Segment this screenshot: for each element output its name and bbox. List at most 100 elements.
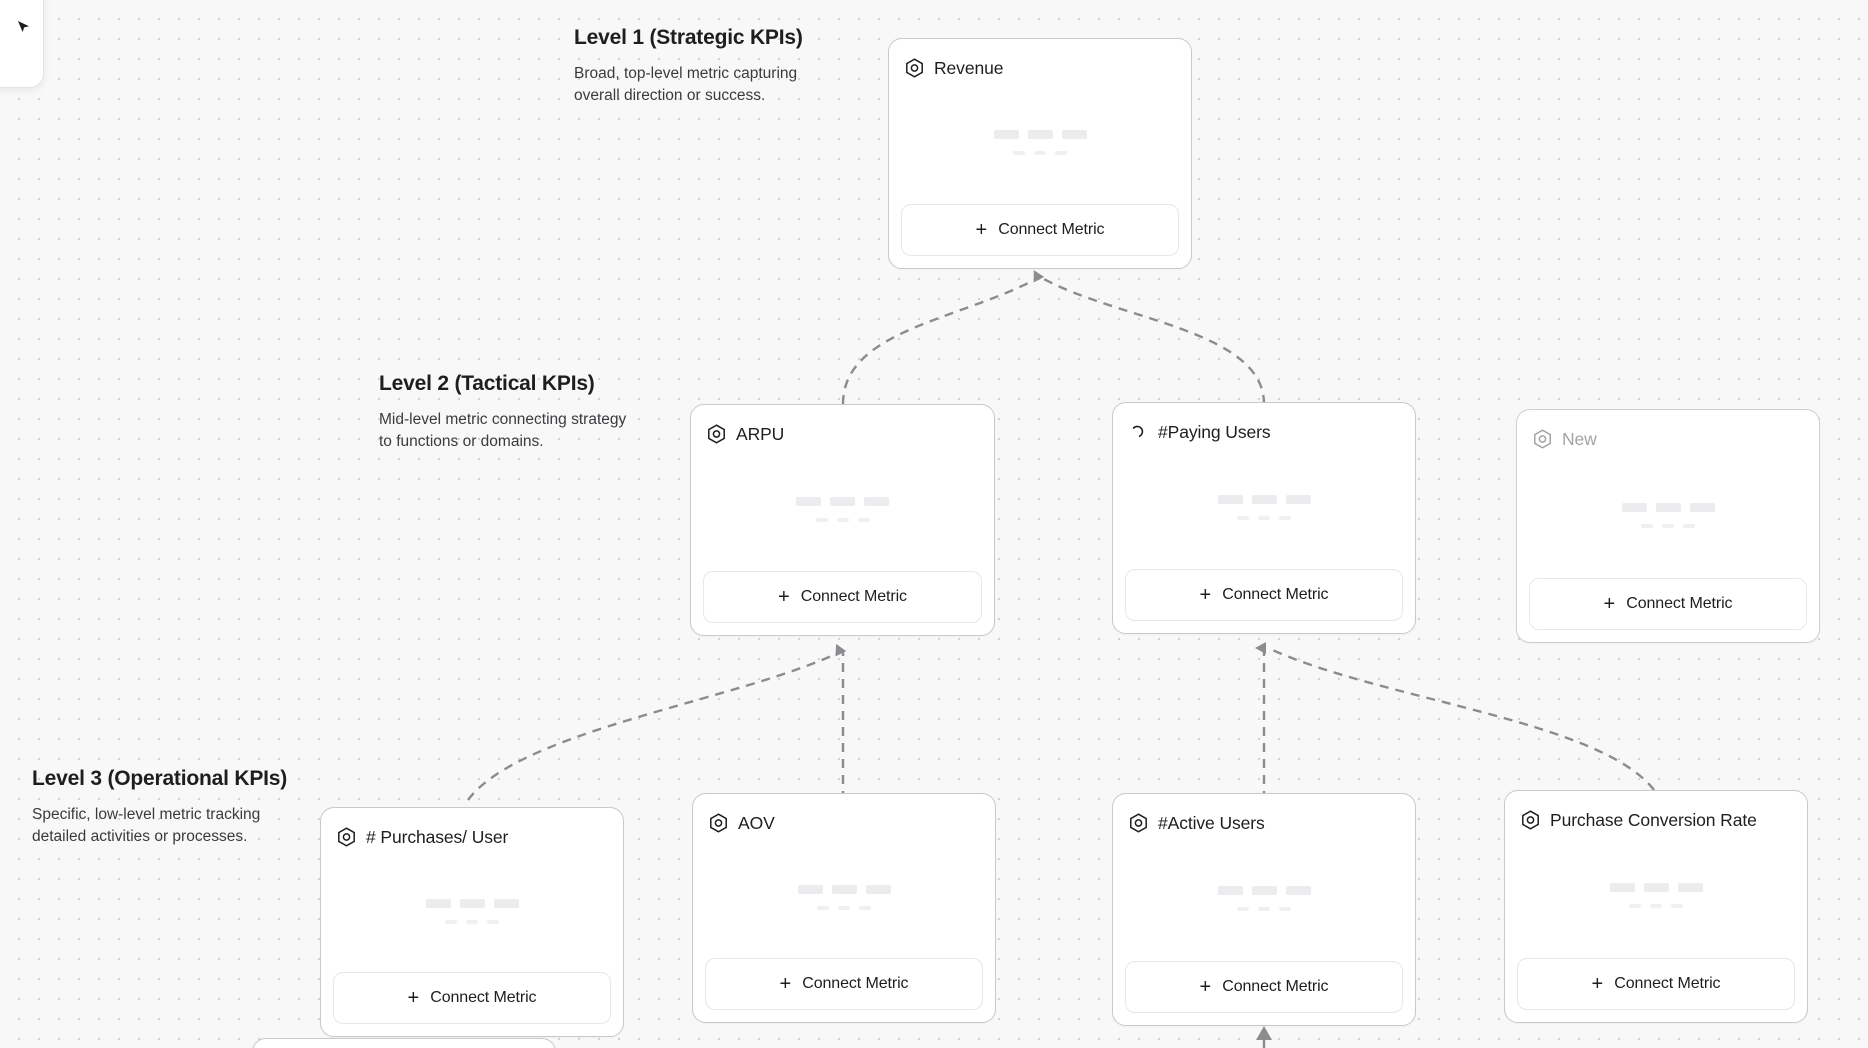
plus-icon: + [1199, 584, 1212, 606]
skeleton-bar [830, 496, 855, 506]
card-title: Purchase Conversion Rate [1550, 810, 1757, 830]
connect-metric-button[interactable]: + Connect Metric [1125, 569, 1403, 621]
metric-card-purchase-conversion-rate[interactable]: Purchase Conversion Rate + Connect Metri… [1504, 790, 1808, 1023]
level-2-description: Mid-level metric connecting strategy to … [379, 411, 627, 450]
connect-metric-button[interactable]: + Connect Metric [1125, 961, 1403, 1013]
card-skeleton-body [1125, 445, 1403, 569]
skeleton-bar [1217, 886, 1243, 895]
metric-card-new[interactable]: New + Connect Metric [1516, 409, 1820, 643]
level-2-block: Level 2 (Tactical KPIs) Mid-level metric… [379, 372, 629, 453]
skeleton-row-secondary [1629, 904, 1683, 908]
hexagon-metric-icon [338, 827, 355, 847]
card-title: # Purchases/ User [366, 827, 509, 847]
hexagon-metric-icon [1522, 810, 1539, 830]
skeleton-bar [1237, 907, 1249, 911]
connect-metric-button[interactable]: + Connect Metric [333, 972, 611, 1024]
card-title: #Paying Users [1158, 422, 1271, 442]
skeleton-bar [1621, 502, 1647, 512]
skeleton-bar [1258, 907, 1270, 911]
skeleton-bar [1251, 886, 1277, 895]
skeleton-bar [1258, 515, 1270, 520]
card-header: #Active Users [1125, 806, 1403, 836]
level-1-title: Level 1 (Strategic KPIs) [574, 26, 803, 49]
connect-metric-button[interactable]: + Connect Metric [705, 958, 983, 1010]
card-header: # Purchases/ User [333, 820, 611, 850]
level-3-block: Level 3 (Operational KPIs) Specific, low… [32, 767, 294, 848]
skeleton-bar [1237, 515, 1249, 520]
metric-card-paying-users[interactable]: #Paying Users + Connect Metric [1112, 402, 1416, 634]
connect-metric-label: Connect Metric [1222, 978, 1329, 995]
skeleton-bar [1251, 494, 1277, 504]
plus-icon: + [1199, 976, 1212, 998]
card-skeleton-body [1529, 452, 1807, 578]
connect-metric-label: Connect Metric [1222, 586, 1329, 603]
skeleton-bar [1677, 883, 1703, 892]
skeleton-bar [1629, 904, 1641, 908]
plus-icon: + [975, 219, 988, 241]
card-header: #Paying Users [1125, 415, 1403, 445]
card-skeleton-body [1517, 833, 1795, 958]
edge-arrow-bottom-partial [1256, 1026, 1272, 1040]
skeleton-row-secondary [1013, 151, 1067, 155]
metric-card-purchases-per-user[interactable]: # Purchases/ User + Connect Metric [320, 807, 624, 1037]
skeleton-bar [831, 884, 857, 894]
metric-card-partial-bottom[interactable] [252, 1038, 556, 1048]
connect-metric-label: Connect Metric [1626, 595, 1733, 612]
metric-card-revenue[interactable]: Revenue + Connect Metric [888, 38, 1192, 269]
card-title: #Active Users [1158, 813, 1265, 833]
hexagon-metric-icon [1534, 429, 1551, 449]
skeleton-bar [857, 517, 870, 522]
metric-card-aov[interactable]: AOV + Connect Metric [692, 793, 996, 1023]
connect-metric-label: Connect Metric [802, 975, 909, 992]
skeleton-row-primary [797, 884, 891, 894]
skeleton-row-secondary [1237, 515, 1291, 520]
card-skeleton-body [1125, 836, 1403, 961]
plus-icon: + [1603, 593, 1616, 615]
card-header: Purchase Conversion Rate [1517, 803, 1795, 833]
skeleton-bar [817, 905, 829, 910]
skeleton-bar [445, 919, 457, 924]
card-title: AOV [738, 813, 775, 833]
skeleton-row-primary [425, 898, 519, 908]
skeleton-bar [1643, 883, 1669, 892]
skeleton-bar [1671, 904, 1683, 908]
skeleton-row-primary [1621, 502, 1715, 512]
level-2-title: Level 2 (Tactical KPIs) [379, 372, 595, 395]
arc-loading-icon [1132, 425, 1144, 437]
skeleton-row-primary [796, 496, 889, 506]
skeleton-bar [493, 898, 519, 908]
skeleton-row-primary [993, 130, 1087, 139]
skeleton-bar [1655, 502, 1681, 512]
card-title: ARPU [736, 424, 785, 444]
skeleton-bar [1061, 130, 1087, 139]
skeleton-bar [864, 496, 889, 506]
metric-card-arpu[interactable]: ARPU + Connect Metric [690, 404, 995, 636]
connect-metric-label: Connect Metric [1614, 975, 1721, 992]
edge-paying-users-to-revenue [1041, 276, 1266, 405]
connect-metric-label: Connect Metric [800, 588, 907, 605]
skeleton-bar [1013, 151, 1025, 155]
metric-card-active-users[interactable]: #Active Users + Connect Metric [1112, 793, 1416, 1026]
card-skeleton-body [703, 447, 982, 571]
edge-purchases-to-arpu [467, 643, 847, 801]
skeleton-row-secondary [1237, 907, 1291, 911]
skeleton-row-primary [1609, 883, 1703, 892]
skeleton-bar [487, 919, 499, 924]
skeleton-bar [1662, 523, 1674, 528]
skeleton-row-primary [1217, 494, 1311, 504]
corner-floating-panel[interactable] [0, 0, 44, 88]
connect-metric-button[interactable]: + Connect Metric [703, 571, 982, 623]
skeleton-bar [865, 884, 891, 894]
card-header: Revenue [901, 51, 1179, 81]
card-skeleton-body [333, 850, 611, 972]
connect-metric-button[interactable]: + Connect Metric [901, 204, 1179, 256]
connect-metric-button[interactable]: + Connect Metric [1529, 578, 1807, 630]
skeleton-row-primary [1217, 886, 1311, 895]
skeleton-bar [425, 898, 451, 908]
connect-metric-button[interactable]: + Connect Metric [1517, 958, 1795, 1010]
hexagon-metric-icon [710, 813, 727, 833]
plus-icon: + [1591, 973, 1604, 995]
skeleton-row-secondary [815, 517, 870, 522]
card-header: ARPU [703, 417, 982, 447]
